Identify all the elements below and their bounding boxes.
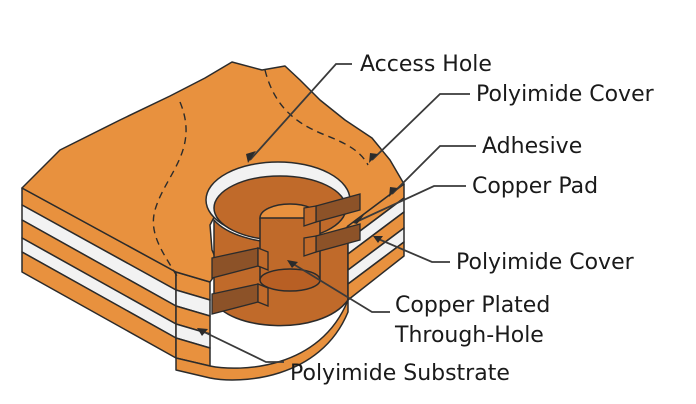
leader-polyimide-cover-bottom (375, 237, 450, 263)
leader-copper-pad (355, 185, 466, 223)
leader-polyimide-substrate (199, 329, 284, 363)
label-copper-plated-line2: Through-Hole (394, 323, 544, 348)
arrow-heads (197, 151, 398, 336)
label-polyimide-substrate: Polyimide Substrate (290, 361, 510, 386)
label-copper-pad: Copper Pad (472, 174, 598, 199)
arrowhead-copper-pad (353, 215, 364, 224)
arrowhead-polyimide-cover-top (369, 153, 378, 163)
leader-lines (199, 63, 476, 363)
label-polyimide-cover-bottom: Polyimide Cover (456, 250, 635, 275)
label-adhesive: Adhesive (482, 134, 582, 159)
arrowhead-access-hole (246, 151, 256, 163)
arrowhead-polyimide-substrate (197, 328, 208, 336)
copper-pads-left (211, 247, 269, 315)
leader-adhesive (391, 145, 476, 195)
hidden-trace-left (152, 101, 187, 279)
leader-access-hole (249, 63, 352, 161)
leader-polyimide-cover-top (371, 93, 470, 161)
label-copper-plated-line1: Copper Plated (395, 293, 550, 318)
left-block-layers (21, 187, 177, 359)
label-access-hole: Access Hole (360, 52, 492, 77)
arrowhead-polyimide-cover-bottom (373, 236, 383, 243)
right-block-layers (347, 183, 405, 301)
hidden-trace-right (264, 69, 369, 166)
arrowhead-adhesive (389, 187, 398, 197)
leader-copper-plated (289, 261, 390, 313)
copper-pads-right (303, 193, 361, 257)
middle-front-layers (175, 271, 211, 367)
hole-bottom-lip (175, 299, 349, 381)
arrowhead-copper-plated (287, 260, 298, 268)
label-polyimide-cover-top: Polyimide Cover (476, 82, 655, 107)
